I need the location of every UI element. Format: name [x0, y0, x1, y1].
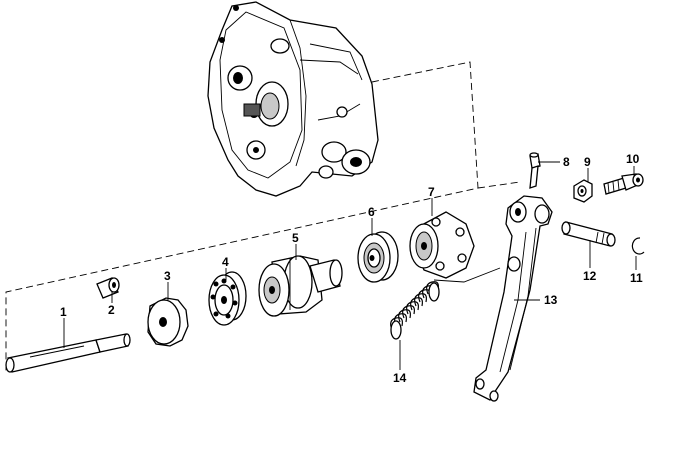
circlip: [631, 237, 645, 255]
sleeve: [96, 277, 120, 299]
assembly-boundary: [5, 61, 521, 372]
part-labels: 1 2 3 4 5 6 7 8 9 10 11 12 13 14: [60, 152, 643, 385]
ball-bearing: [357, 231, 399, 283]
label-part-1: 1: [60, 305, 67, 319]
label-part-4: 4: [222, 255, 229, 269]
label-part-9: 9: [584, 155, 591, 169]
nut: [573, 179, 593, 203]
pin: [561, 221, 616, 247]
label-part-3: 3: [164, 269, 171, 283]
label-part-5: 5: [292, 231, 299, 245]
spring: [390, 281, 440, 340]
label-part-11: 11: [630, 271, 643, 285]
screw: [603, 173, 644, 195]
transmission-housing: [207, 1, 379, 197]
spacer-disc: [147, 297, 189, 347]
release-lever: [473, 195, 553, 402]
label-part-14: 14: [393, 371, 407, 385]
grease-nipple: [529, 152, 541, 189]
label-part-6: 6: [368, 205, 375, 219]
label-part-8: 8: [563, 155, 570, 169]
label-part-13: 13: [544, 293, 558, 307]
label-part-7: 7: [428, 185, 435, 199]
label-part-2: 2: [108, 303, 115, 317]
cage-bearing: [208, 271, 247, 326]
label-part-10: 10: [626, 152, 640, 166]
leader-lines: [63, 161, 637, 370]
shaft: [5, 333, 131, 373]
release-bearing-guide: [258, 255, 343, 317]
bearing-housing: [409, 211, 475, 279]
label-part-12: 12: [583, 269, 597, 283]
